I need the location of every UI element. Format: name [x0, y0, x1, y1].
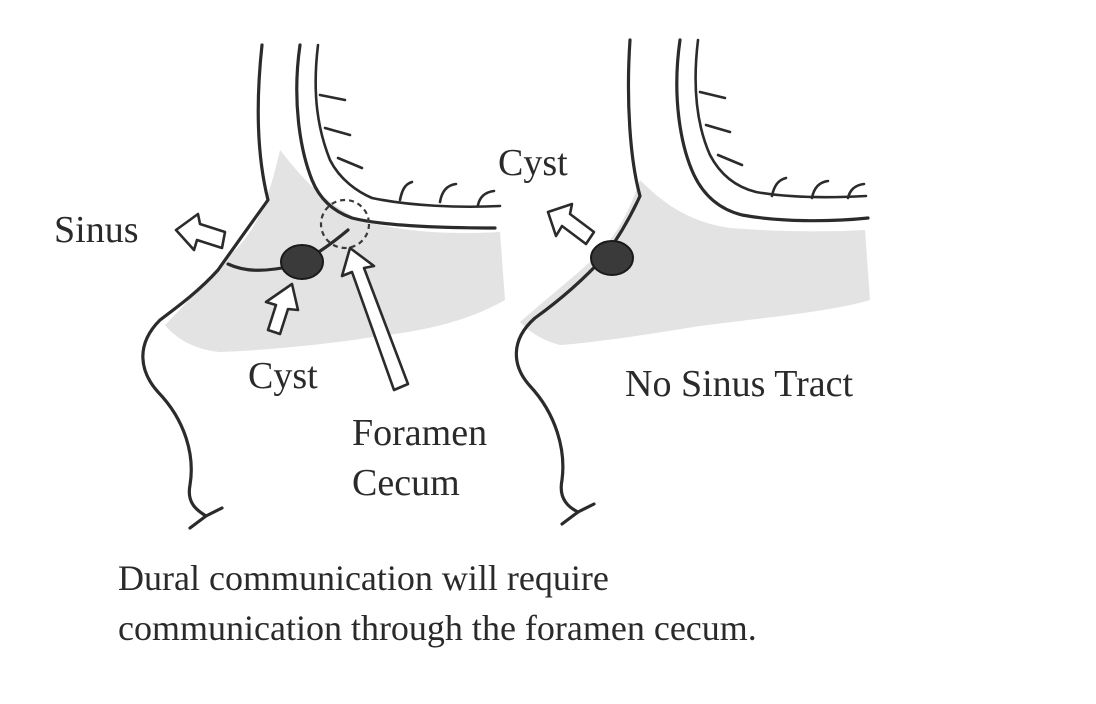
left-cyst-arrow [264, 282, 300, 336]
right-gyri [698, 90, 866, 200]
left-cyst [280, 244, 324, 280]
right-cyst [590, 240, 634, 276]
foramen-label-line1: Foramen [352, 412, 487, 454]
foramen-label-line2: Cecum [352, 462, 460, 504]
sinus-label: Sinus [54, 209, 138, 251]
caption-line1: Dural communication will require [118, 558, 609, 598]
left-cyst-label: Cyst [248, 355, 318, 397]
sinus-arrow [174, 212, 227, 252]
right-inner-contour [694, 38, 868, 199]
left-panel: Sinus Cyst Foramen Cecum [54, 43, 505, 530]
left-gyri [318, 93, 496, 207]
right-skin-profile [514, 38, 642, 514]
right-cyst-arrow [546, 202, 596, 246]
left-chin-tick [188, 506, 224, 530]
left-inner-contour [314, 43, 502, 209]
caption: Dural communication will require communi… [118, 558, 757, 648]
left-skin-profile [141, 43, 270, 518]
left-outer-contour [295, 43, 497, 230]
no-sinus-tract-label: No Sinus Tract [625, 363, 853, 405]
right-outer-contour [675, 38, 870, 223]
right-shaded-tissue [520, 180, 870, 345]
caption-line2: communication through the foramen cecum. [118, 608, 757, 648]
foramen-cecum-circle [319, 198, 371, 250]
foramen-cecum-arrow [340, 246, 410, 392]
left-shaded-tissue [165, 150, 505, 352]
right-panel: Cyst No Sinus Tract [498, 38, 870, 526]
right-chin-tick [560, 502, 596, 526]
right-cyst-label: Cyst [498, 142, 568, 184]
